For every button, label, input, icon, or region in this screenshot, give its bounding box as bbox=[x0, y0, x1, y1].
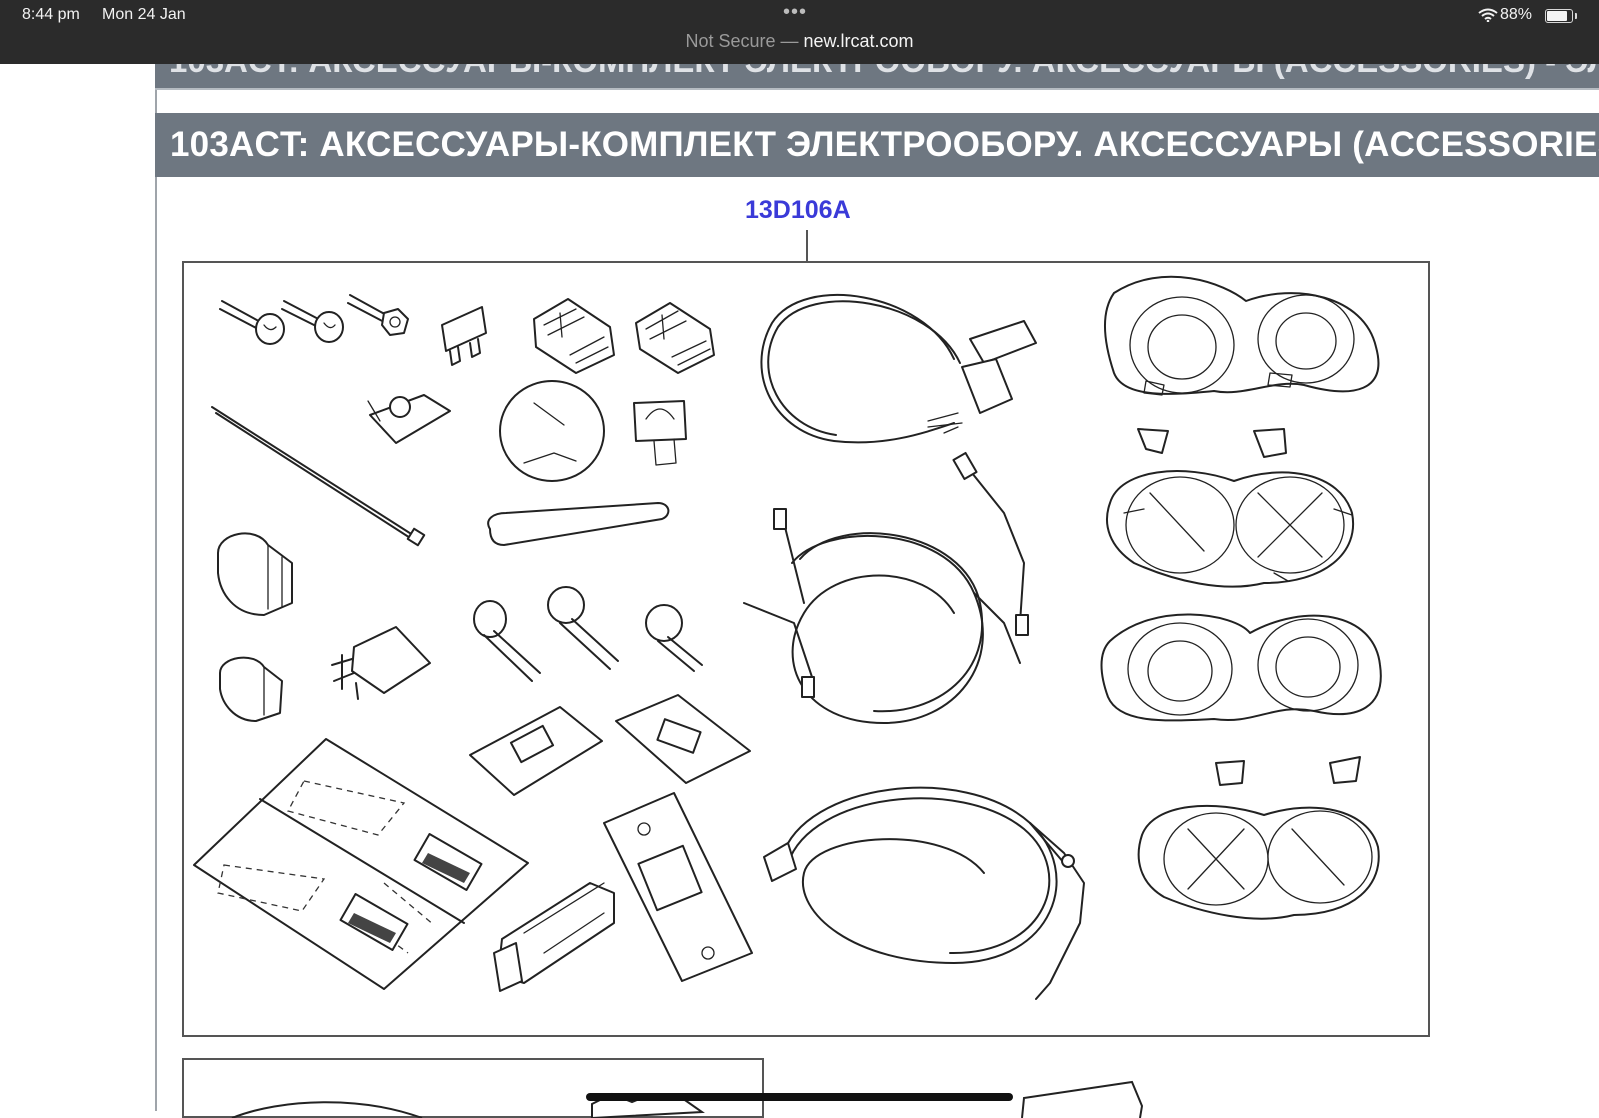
parts-illustration bbox=[193, 275, 1382, 1000]
clip-nut-illustration bbox=[367, 394, 451, 444]
hose-clip-illustration bbox=[217, 532, 293, 616]
cable-tie-illustration bbox=[211, 406, 426, 547]
lamp-housing-illustration bbox=[1106, 470, 1355, 588]
section-header: 103ACT: АКСЕССУАРЫ-КОМПЛЕКТ ЭЛЕКТРООБОРУ… bbox=[155, 113, 1599, 177]
fuse-illustration bbox=[441, 306, 487, 366]
trim-strip-illustration bbox=[487, 502, 670, 546]
relay-illustration bbox=[331, 626, 431, 700]
screw-illustration bbox=[281, 300, 344, 343]
battery-percent: 88% bbox=[1500, 6, 1533, 23]
switch-illustration bbox=[493, 882, 615, 992]
content-left-border bbox=[155, 64, 157, 1111]
wiring-harness-illustration bbox=[760, 294, 1037, 444]
battery-tip bbox=[1575, 13, 1577, 19]
part-leader-line bbox=[806, 230, 808, 262]
hose-clip-illustration bbox=[219, 656, 283, 722]
bolt-illustration bbox=[347, 294, 409, 336]
status-time: 8:44 pm bbox=[22, 6, 80, 23]
wiring-harness-illustration bbox=[763, 786, 1085, 1000]
previous-section-header: 103ACT: АКСЕССУАРЫ-КОМПЛЕКТ ЭЛЕКТРООБОРУ… bbox=[155, 64, 1599, 90]
wiring-harness-illustration bbox=[743, 451, 1029, 724]
switch-bezel-illustration bbox=[469, 706, 603, 796]
mounting-bracket-illustration bbox=[603, 792, 753, 982]
battery-fill bbox=[1547, 11, 1568, 21]
screw-illustration bbox=[645, 604, 703, 672]
screw-illustration bbox=[547, 586, 619, 670]
fitting-template-illustration bbox=[193, 738, 529, 990]
next-diagram-preview bbox=[231, 1080, 1144, 1118]
parts-diagram[interactable] bbox=[182, 261, 1430, 1037]
screw-illustration bbox=[219, 300, 285, 345]
security-label: Not Secure — bbox=[685, 31, 804, 51]
wifi-icon bbox=[1478, 8, 1498, 22]
previous-section-title: 103ACT: АКСЕССУАРЫ-КОМПЛЕКТ ЭЛЕКТРООБОРУ… bbox=[169, 64, 1599, 80]
speed-nut-illustration bbox=[633, 400, 687, 466]
status-date: Mon 24 Jan bbox=[102, 6, 186, 23]
screw-illustration bbox=[473, 600, 541, 682]
grommet-cap-illustration bbox=[499, 380, 605, 482]
connector-illustration bbox=[635, 302, 715, 374]
home-indicator[interactable] bbox=[586, 1093, 1013, 1101]
url-bar[interactable]: Not Secure — new.lrcat.com bbox=[0, 31, 1599, 52]
lamp-bezel-illustration bbox=[1104, 275, 1380, 458]
switch-bezel-illustration bbox=[615, 694, 751, 784]
connector-illustration bbox=[533, 298, 615, 374]
battery-icon bbox=[1545, 9, 1577, 23]
status-bar: 8:44 pm Mon 24 Jan ••• 88% Not Secure — … bbox=[0, 0, 1599, 64]
url-domain: new.lrcat.com bbox=[803, 31, 914, 51]
lamp-housing-illustration bbox=[1137, 804, 1380, 920]
part-number-link[interactable]: 13D106A bbox=[745, 196, 851, 224]
multitasking-dots-icon[interactable]: ••• bbox=[783, 1, 808, 23]
section-title: 103ACT: АКСЕССУАРЫ-КОМПЛЕКТ ЭЛЕКТРООБОРУ… bbox=[170, 125, 1599, 164]
lamp-bezel-illustration bbox=[1100, 613, 1382, 786]
